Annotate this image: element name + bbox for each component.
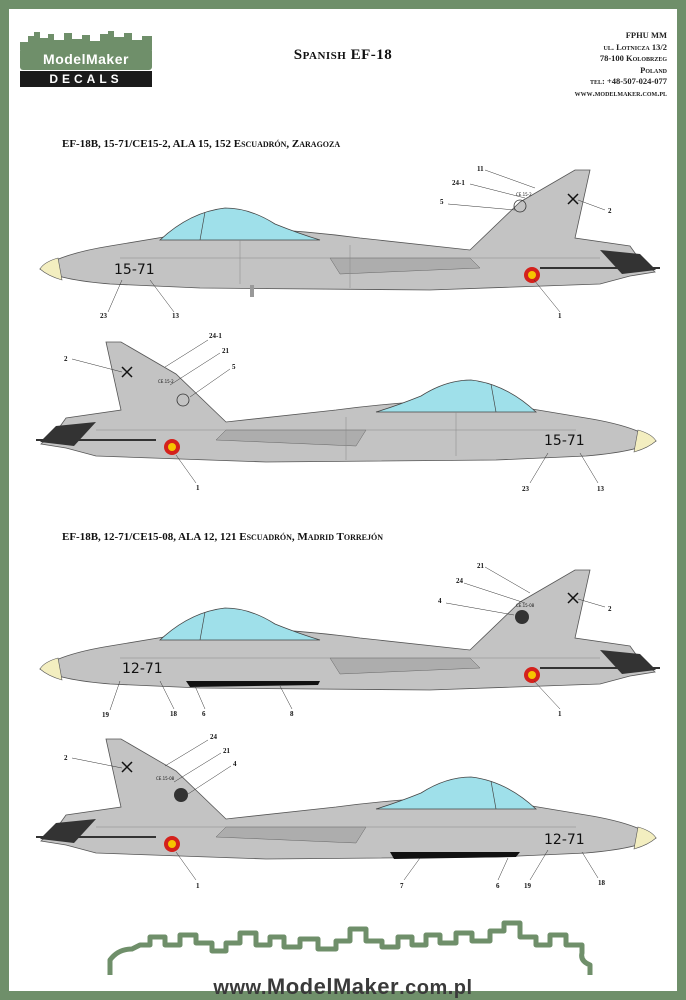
aircraft-profile-1: CE.15-2 15-71 11 24-1 5 2 23 13 1 — [39, 165, 660, 320]
page-title: Spanish EF-18 — [293, 47, 393, 63]
callout-label: 23 — [522, 485, 530, 493]
tail-code: CE.15-2 — [158, 379, 174, 384]
callout-label: 13 — [172, 312, 180, 320]
logo-wordmark: ModelMaker — [20, 48, 152, 70]
tail-code: CE.15-2 — [516, 192, 532, 197]
callout-label: 21 — [223, 747, 231, 755]
callout-label: 24-1 — [209, 332, 222, 340]
section-heading: EF-18B, 12-71/CE15-08, ALA 12, 121 Escua… — [62, 531, 384, 543]
callout-label: 2 — [608, 207, 612, 215]
website-url[interactable]: www.ModelMaker.com.pl — [0, 974, 686, 1000]
address-line: FPHU MM — [625, 30, 667, 40]
callout-label: 5 — [440, 198, 444, 206]
aircraft-profile-2: CE.15-2 15-71 24-1 21 5 2 1 23 13 — [36, 332, 657, 493]
callout-label: 1 — [558, 710, 562, 718]
address-line: ul. Lotnicza 13/2 — [603, 41, 668, 52]
callout-label: 13 — [597, 485, 605, 493]
tail-code: CE.15-08 — [516, 603, 535, 608]
callout-label: 21 — [222, 347, 230, 355]
registration-number: 12-71 — [544, 832, 585, 848]
website-prefix: www. — [213, 977, 267, 999]
callout-label: 19 — [524, 882, 532, 890]
callout-label: 6 — [202, 710, 206, 718]
aircraft-side-view: CE.15-2 15-71 — [39, 169, 660, 297]
website-brand: ModelMaker — [266, 974, 400, 999]
logo-skyline-icon — [20, 31, 152, 50]
callout-label: 1 — [196, 882, 200, 890]
callout-label: 2 — [608, 605, 612, 613]
callout-label: 24-1 — [452, 179, 465, 187]
modelmaker-logo: ModelMaker DECALS — [16, 30, 156, 90]
aircraft-side-view: CE.15-08 12-71 — [36, 738, 657, 860]
callout-label: 6 — [496, 882, 500, 890]
registration-number: 15-71 — [544, 433, 585, 449]
registration-number: 15-71 — [114, 262, 155, 278]
callout-label: 24 — [210, 733, 218, 741]
callout-label: 1 — [558, 312, 562, 320]
aircraft-side-view: CE.15-2 15-71 — [36, 341, 657, 463]
company-address: FPHU MM ul. Lotnicza 13/2 78-100 Kolobrz… — [507, 30, 667, 99]
aircraft-side-view: CE.15-08 12-71 — [39, 569, 660, 691]
callout-label: 18 — [598, 879, 606, 887]
aircraft-profile-3: CE.15-08 12-71 21 24 4 2 19 18 6 8 1 — [39, 562, 660, 719]
callout-label: 5 — [232, 363, 236, 371]
callout-label: 18 — [170, 710, 178, 718]
callout-label: 2 — [64, 754, 68, 762]
decal-callouts: 24 21 4 2 1 7 6 19 18 — [64, 733, 606, 890]
address-line: www.modelmaker.com.pl — [574, 87, 667, 98]
callout-label: 23 — [100, 312, 108, 320]
callout-label: 19 — [102, 711, 110, 719]
callout-label: 8 — [290, 710, 294, 718]
callout-label: 11 — [477, 165, 484, 173]
callout-label: 1 — [196, 484, 200, 492]
address-line: Poland — [640, 64, 667, 75]
decal-callouts: 21 24 4 2 19 18 6 8 1 — [102, 562, 612, 719]
website-suffix: .com.pl — [399, 977, 473, 999]
decal-callouts: 11 24-1 5 2 23 13 1 — [100, 165, 612, 320]
callout-label: 2 — [64, 355, 68, 363]
callout-label: 4 — [438, 597, 442, 605]
tail-code: CE.15-08 — [156, 776, 175, 781]
logo-subtitle: DECALS — [20, 71, 152, 87]
address-line: 78-100 Kolobrzeg — [599, 53, 667, 63]
callout-label: 4 — [233, 760, 237, 768]
decal-callouts: 24-1 21 5 2 1 23 13 — [64, 332, 605, 493]
callout-label: 21 — [477, 562, 485, 570]
footer-skyline-icon — [107, 920, 593, 975]
section-heading: EF-18B, 15-71/CE15-2, ALA 15, 152 Escuad… — [62, 138, 341, 150]
callout-label: 24 — [456, 577, 464, 585]
registration-number: 12-71 — [122, 661, 163, 677]
callout-label: 7 — [400, 882, 404, 890]
address-line: tel: +48-507-024-077 — [589, 76, 667, 86]
aircraft-profile-4: CE.15-08 12-71 24 21 4 2 1 7 6 19 18 — [36, 733, 657, 890]
